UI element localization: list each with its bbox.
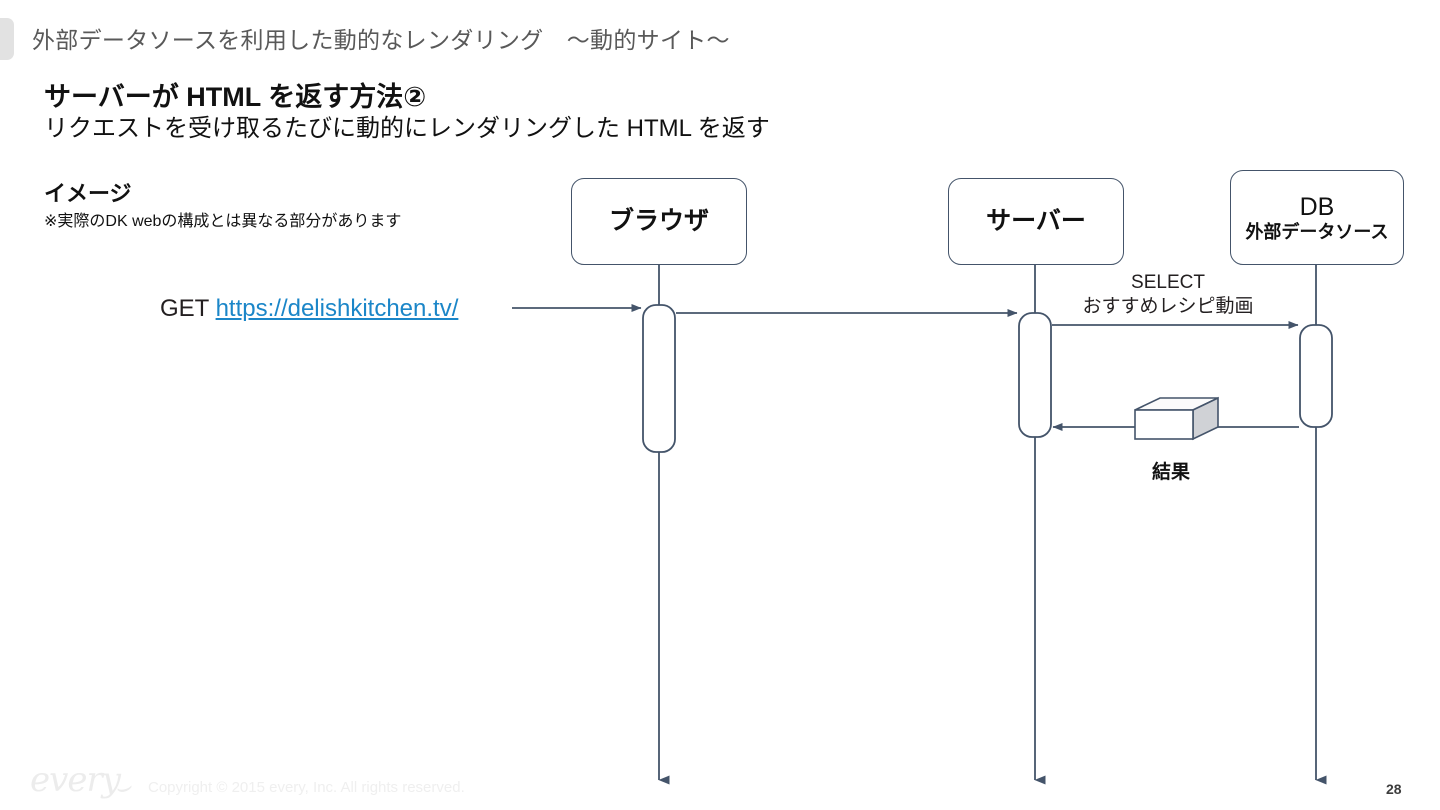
request-method: GET xyxy=(160,295,209,322)
activation-bar-server xyxy=(1018,312,1052,438)
participant-label-server: サーバー xyxy=(986,207,1086,235)
slide-subheadline: リクエストを受け取るたびに動的にレンダリングした HTML を返す xyxy=(44,115,770,142)
message-label-select-line1: SELECT xyxy=(1131,272,1205,293)
result-cube-icon xyxy=(1134,396,1219,441)
message-label-select-line2: おすすめレシピ動画 xyxy=(1082,296,1254,317)
logo-swirl-icon: ⌣ xyxy=(110,771,133,805)
participant-box-database[interactable]: DB 外部データソース xyxy=(1230,170,1404,265)
participant-label-browser: ブラウザ xyxy=(608,207,709,235)
activation-bar-browser xyxy=(642,304,676,453)
participant-label-database: DB xyxy=(1299,193,1335,221)
slide-headline: サーバーが HTML を返す方法② xyxy=(44,82,427,112)
message-label-result: 結果 xyxy=(1152,462,1191,483)
participant-box-browser[interactable]: ブラウザ xyxy=(571,178,747,265)
every-logo-text: every xyxy=(30,760,121,800)
image-section-note: ※実際のDK webの構成とは異なる部分があります xyxy=(44,213,402,230)
every-logo: every⌣ xyxy=(30,760,136,804)
image-section-title: イメージ xyxy=(44,181,132,206)
header-accent-bar xyxy=(0,18,14,60)
page-number: 28 xyxy=(1386,781,1402,797)
message-label-select: SELECT おすすめレシピ動画 xyxy=(1058,271,1278,319)
copyright-text: Copyright © 2015 every, Inc. All rights … xyxy=(148,779,465,796)
activation-bar-database xyxy=(1299,324,1333,428)
page-header-title: 外部データソースを利用した動的なレンダリング ～動的サイト～ xyxy=(32,27,730,53)
request-label: GET https://delishkitchen.tv/ xyxy=(160,294,458,324)
participant-sublabel-database: 外部データソース xyxy=(1245,222,1389,242)
request-url-link[interactable]: https://delishkitchen.tv/ xyxy=(215,295,459,322)
participant-box-server[interactable]: サーバー xyxy=(948,178,1124,265)
